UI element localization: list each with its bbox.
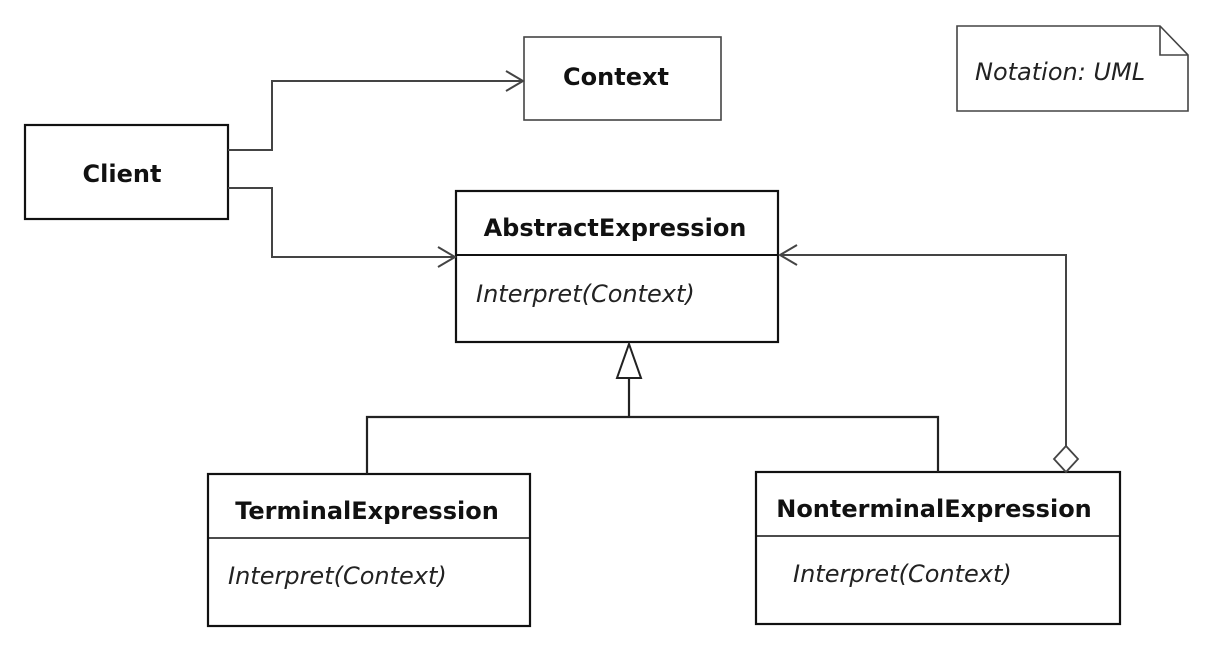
- aggregation-diamond: [1052, 444, 1080, 474]
- context-class[interactable]: Context: [523, 36, 722, 121]
- client-context-association: [228, 70, 525, 151]
- context-class-name: Context: [563, 63, 669, 91]
- client-abstract-association: [228, 187, 457, 268]
- abstract-expression-name: AbstractExpression: [484, 214, 747, 242]
- terminal-expression-name: TerminalExpression: [235, 497, 499, 525]
- note-fold: [1159, 26, 1188, 56]
- client-context-arrowhead: [505, 70, 525, 92]
- aggregation-line: [780, 254, 1067, 446]
- abstract-expression-box: [454, 189, 780, 344]
- nonterminal-expression-name: NonterminalExpression: [776, 495, 1092, 523]
- terminal-expression-class[interactable]: TerminalExpression Interpret(Context): [206, 472, 532, 628]
- terminal-expression-operation: Interpret(Context): [228, 562, 447, 590]
- note-text: Notation: UML: [975, 58, 1145, 86]
- context-box: [523, 36, 722, 121]
- generalization-branch-line: [365, 415, 940, 474]
- client-box: [23, 123, 230, 221]
- client-context-line: [228, 80, 522, 151]
- client-abstract-arrowhead: [437, 246, 457, 268]
- abstract-expression-class[interactable]: AbstractExpression Interpret(Context): [454, 189, 780, 344]
- client-class[interactable]: Client: [23, 123, 230, 221]
- client-class-name: Client: [83, 160, 162, 188]
- client-abstract-line: [228, 187, 454, 258]
- terminal-expression-box: [206, 472, 532, 628]
- nonterminal-expression-class[interactable]: NonterminalExpression Interpret(Context): [754, 470, 1122, 626]
- note-shape: [956, 25, 1189, 112]
- nonterminal-expression-operation: Interpret(Context): [793, 560, 1012, 588]
- generalization-triangle: [615, 340, 643, 379]
- aggregation-relation: [778, 244, 1080, 474]
- generalization-relation: [365, 340, 940, 474]
- aggregation-arrowhead: [778, 244, 798, 266]
- nonterminal-expression-box: [754, 470, 1122, 626]
- abstract-expression-operation: Interpret(Context): [476, 280, 695, 308]
- notation-note: Notation: UML: [956, 25, 1189, 112]
